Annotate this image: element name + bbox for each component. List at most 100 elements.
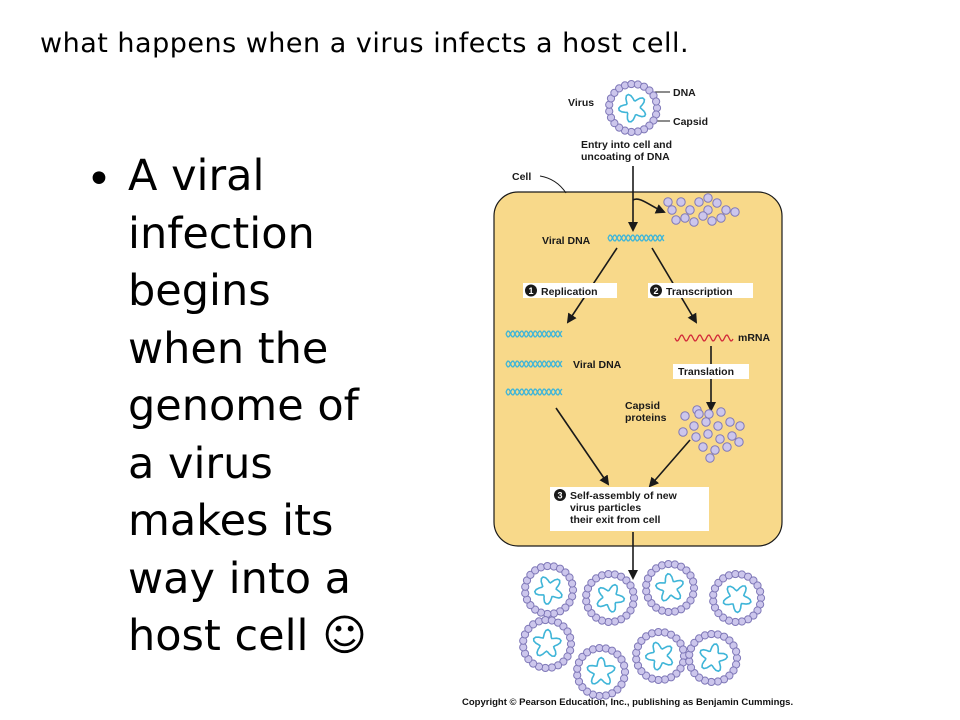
dna-helix-strand xyxy=(505,360,563,368)
capsomere xyxy=(703,193,713,203)
bullet-line: makes its xyxy=(128,496,334,546)
dna-label: DNA xyxy=(673,87,696,99)
bullet-marker: • xyxy=(86,154,112,205)
dna-helix-strand xyxy=(505,330,563,338)
capsomere xyxy=(703,205,713,215)
virion-dna xyxy=(699,643,729,673)
transcription-label-box xyxy=(648,283,753,298)
capsomere xyxy=(701,417,711,427)
capsomere xyxy=(689,577,698,586)
capsomere xyxy=(727,431,737,441)
flow-arrows xyxy=(555,166,716,580)
virion-dna xyxy=(654,572,684,602)
capsomere xyxy=(667,205,677,215)
capsomere xyxy=(716,213,726,223)
virion xyxy=(605,79,662,137)
capsomere xyxy=(735,421,745,431)
capsomere xyxy=(689,421,699,431)
virion xyxy=(519,615,576,673)
capsomere xyxy=(734,437,744,447)
capsomere xyxy=(566,633,575,642)
capsomere xyxy=(698,442,708,452)
viral-dna-top-label: Viral DNA xyxy=(542,235,591,247)
cell-leader-line xyxy=(539,175,567,194)
capsomere xyxy=(568,579,577,588)
dna-strands xyxy=(505,234,734,396)
capsomere xyxy=(689,217,699,227)
proteins-to-assembly-arrow xyxy=(648,439,691,488)
step-number-1: 1 xyxy=(528,286,533,296)
capsomere xyxy=(732,647,741,656)
virion-dna xyxy=(644,641,674,671)
entry-label-line2: uncoating of DNA xyxy=(581,151,670,163)
mrna-strand xyxy=(674,334,734,342)
bullet-text: A viral infection begins when the genome… xyxy=(128,148,448,666)
slide-title: what happens when a virus infects a host… xyxy=(40,28,690,59)
assembly-label-line1: Self-assembly of new xyxy=(570,490,678,502)
capsomere xyxy=(703,429,713,439)
virion xyxy=(632,627,689,685)
virion-core xyxy=(589,577,631,619)
capsomere xyxy=(756,587,765,596)
bullet-line: infection xyxy=(128,208,315,259)
capsomere xyxy=(620,661,629,670)
capsomere xyxy=(704,409,714,419)
bullet-line: when the xyxy=(128,323,329,374)
capsid-label: Capsid xyxy=(673,116,708,128)
released-capsomeres xyxy=(663,193,740,227)
assembly-label-line3: their exit from cell xyxy=(570,514,661,526)
capsomere xyxy=(679,645,688,654)
capsomere xyxy=(663,197,673,207)
step-number-2: 2 xyxy=(653,286,658,296)
virus-label: Virus xyxy=(568,97,594,109)
capsomere xyxy=(691,432,701,442)
capsomere xyxy=(712,198,722,208)
capsomere xyxy=(680,213,690,223)
capsomere xyxy=(716,407,726,417)
replication-label-box xyxy=(523,283,617,298)
capsomere xyxy=(730,207,740,217)
capsomere xyxy=(680,411,690,421)
capsomere xyxy=(721,205,731,215)
uncoating-arrow xyxy=(632,198,666,214)
viral-dna-strand xyxy=(505,388,563,396)
assembly-label-line2: virus particles xyxy=(570,502,641,514)
bullet-line: genome of xyxy=(128,381,359,431)
virion-core xyxy=(612,87,654,129)
translation-label-box xyxy=(673,364,749,379)
virions xyxy=(519,79,766,701)
copyright-notice: Copyright © Pearson Education, Inc., pub… xyxy=(462,697,794,708)
step-number-3: 3 xyxy=(557,491,562,501)
capsomere xyxy=(710,445,720,455)
capsomere xyxy=(694,197,704,207)
virion-core xyxy=(716,577,758,619)
entry-label-line1: Entry into cell and xyxy=(581,139,672,151)
capsomere xyxy=(725,417,735,427)
capsomere xyxy=(685,205,695,215)
virion xyxy=(582,569,639,627)
virion-core xyxy=(580,651,622,693)
mrna-label: mRNA xyxy=(738,332,771,344)
capsid-proteins-label-line1: Capsid xyxy=(625,400,660,412)
capsomere xyxy=(713,421,723,431)
capsomere xyxy=(652,97,661,106)
replication-label: Replication xyxy=(541,286,598,298)
dna-helix-strand xyxy=(505,388,563,396)
assembly-label-box xyxy=(550,487,709,531)
virion xyxy=(642,559,699,617)
capsomere xyxy=(629,587,638,596)
viral-dna-strand xyxy=(505,360,563,368)
translation-label: Translation xyxy=(678,366,734,378)
virion xyxy=(685,629,742,687)
step-marker-1 xyxy=(525,284,537,297)
capsomere xyxy=(707,216,717,226)
cell-label: Cell xyxy=(512,171,531,183)
capsomere xyxy=(705,453,715,463)
virion-core xyxy=(692,637,734,679)
virion xyxy=(709,569,766,627)
viral-dna-strand xyxy=(607,234,665,242)
virion-core xyxy=(526,623,568,665)
virion-dna xyxy=(586,656,616,685)
virion-dna xyxy=(596,583,626,613)
